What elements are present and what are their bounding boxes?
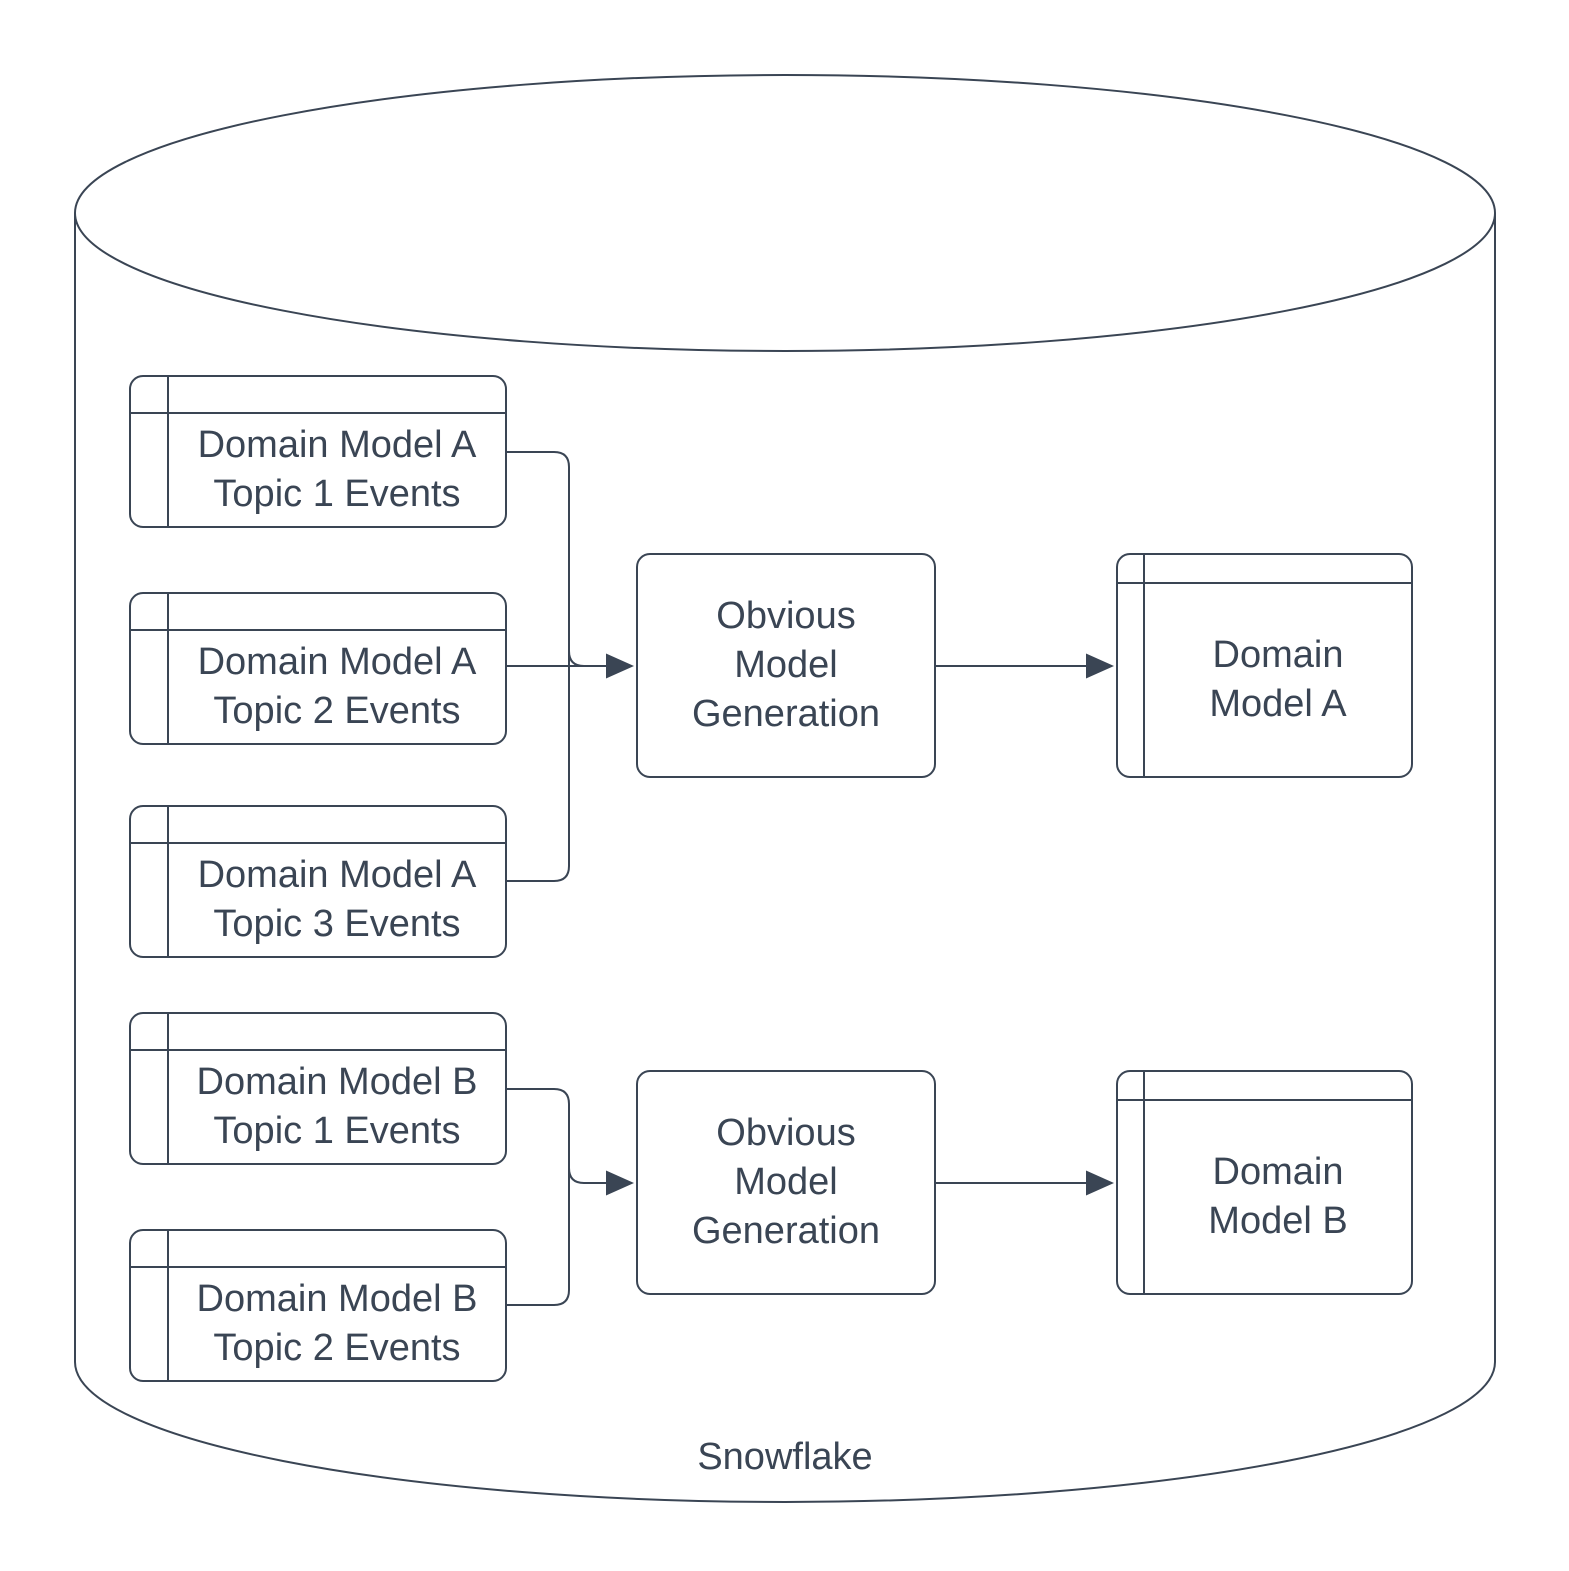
arrowhead-b-to-process: [606, 1170, 634, 1196]
snowflake-cylinder-shape: [74, 74, 1496, 1503]
label-line: Domain Model A: [197, 424, 477, 466]
event-table-label: Domain Model B Topic 2 Events: [169, 1268, 505, 1380]
process-obvious-model-generation-a: Obvious Model Generation: [636, 553, 936, 778]
label-line: Topic 1 Events: [213, 473, 461, 515]
table-header-row: [131, 807, 505, 844]
output-table-label: Domain Model B: [1145, 1101, 1411, 1293]
table-left-stripe: [131, 594, 169, 743]
table-header-row: [1118, 1072, 1411, 1101]
event-table-domain-a-topic-1: Domain Model A Topic 1 Events: [129, 375, 507, 528]
process-obvious-model-generation-b: Obvious Model Generation: [636, 1070, 936, 1295]
label-line: Obvious: [716, 595, 856, 637]
event-table-label: Domain Model A Topic 1 Events: [169, 414, 505, 526]
connector-group-a: [507, 451, 1114, 882]
event-table-label: Domain Model A Topic 3 Events: [169, 844, 505, 956]
label-line: Generation: [691, 693, 880, 735]
label-line: Model: [734, 644, 838, 686]
table-header-row: [131, 1014, 505, 1051]
table-left-stripe: [131, 807, 169, 956]
cylinder-bottom-arc: [74, 1361, 1496, 1503]
table-header-row: [131, 594, 505, 631]
label-line: Topic 2 Events: [213, 690, 461, 732]
arrowhead-process-b-to-output: [1086, 1170, 1114, 1196]
connector-a-elbow: [568, 650, 585, 667]
connector-group-b: [507, 1088, 1114, 1306]
cylinder-label: Snowflake: [697, 1436, 873, 1478]
event-table-domain-a-topic-2: Domain Model A Topic 2 Events: [129, 592, 507, 745]
connector-b-bracket: [507, 1088, 570, 1306]
output-table-label: Domain Model A: [1145, 584, 1411, 776]
arrowhead-process-a-to-output: [1086, 653, 1114, 679]
event-table-domain-b-topic-2: Domain Model B Topic 2 Events: [129, 1229, 507, 1382]
label-line: Domain: [1212, 634, 1344, 676]
label-line: Topic 2 Events: [213, 1327, 461, 1369]
table-header-row: [131, 377, 505, 414]
table-left-stripe: [1118, 1072, 1145, 1293]
table-header-row: [131, 1231, 505, 1268]
connector-b-to-process: [568, 1167, 606, 1184]
table-left-stripe: [1118, 555, 1145, 776]
cylinder-top-ellipse: [74, 74, 1496, 352]
label-line: Model A: [1209, 683, 1347, 725]
event-table-label: Domain Model A Topic 2 Events: [169, 631, 505, 743]
label-line: Domain Model B: [196, 1061, 478, 1103]
event-table-label: Domain Model B Topic 1 Events: [169, 1051, 505, 1163]
label-line: Domain Model A: [197, 641, 477, 683]
label-line: Model: [734, 1161, 838, 1203]
event-table-domain-b-topic-1: Domain Model B Topic 1 Events: [129, 1012, 507, 1165]
event-table-domain-a-topic-3: Domain Model A Topic 3 Events: [129, 805, 507, 958]
output-table-domain-model-a: Domain Model A: [1116, 553, 1413, 778]
label-line: Domain Model A: [197, 854, 477, 896]
process-label: Obvious Model Generation: [638, 555, 934, 776]
label-line: Domain Model B: [196, 1278, 478, 1320]
table-left-stripe: [131, 377, 169, 526]
label-line: Obvious: [716, 1112, 856, 1154]
arrowhead-a-to-process: [606, 653, 634, 679]
label-line: Topic 1 Events: [213, 1110, 461, 1152]
table-header-row: [1118, 555, 1411, 584]
output-table-domain-model-b: Domain Model B: [1116, 1070, 1413, 1295]
table-left-stripe: [131, 1014, 169, 1163]
label-line: Model B: [1208, 1200, 1348, 1242]
label-line: Generation: [691, 1210, 880, 1252]
process-label: Obvious Model Generation: [638, 1072, 934, 1293]
label-line: Topic 3 Events: [213, 903, 461, 945]
table-left-stripe: [131, 1231, 169, 1380]
label-line: Domain: [1212, 1151, 1344, 1193]
